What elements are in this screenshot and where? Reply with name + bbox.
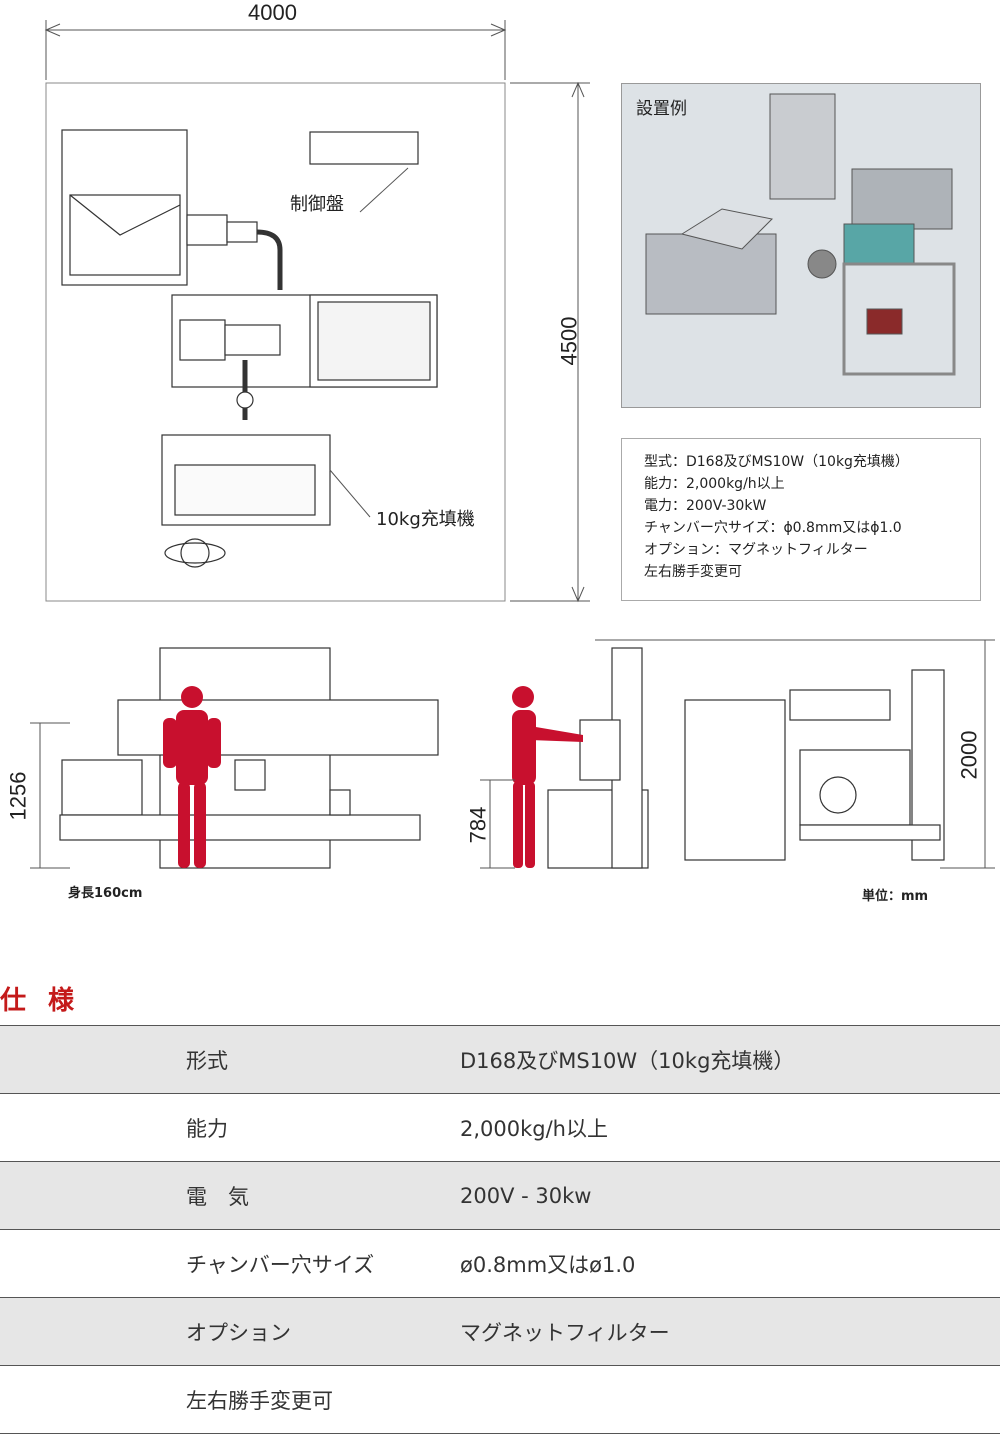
drawing-lines	[30, 20, 995, 869]
install-example-image: 設置例	[621, 83, 981, 408]
spec-value: マグネットフィルター	[460, 1320, 670, 1345]
unit-note: 単位：mm	[862, 889, 929, 904]
work-height-dimension: 784	[465, 806, 491, 844]
spec-value: 200V - 30kw	[460, 1183, 592, 1208]
spec-label: 左右勝手変更可	[186, 1388, 333, 1413]
spec-label: 形式	[186, 1048, 228, 1073]
width-dimension: 4000	[248, 0, 297, 25]
spec-value: D168及びMS10W（10kg充填機）	[460, 1048, 795, 1073]
spec-summary-line: 能力：2,000kg/h以上	[644, 476, 785, 492]
spec-label: オプション	[186, 1320, 291, 1345]
table-row: 電 気 200V - 30kw	[0, 1161, 1000, 1230]
table-row: 左右勝手変更可	[0, 1365, 1000, 1434]
spec-label: チャンバー穴サイズ	[186, 1252, 375, 1277]
control-panel-label: 制御盤	[286, 190, 348, 216]
install-render	[645, 93, 956, 376]
spec-summary-box: 型式：D168及びMS10W（10kg充填機） 能力：2,000kg/h以上 電…	[621, 438, 981, 601]
total-height-dimension: 2000	[956, 730, 982, 780]
table-row: オプション マグネットフィルター	[0, 1297, 1000, 1366]
depth-dimension: 4500	[556, 316, 582, 366]
install-example-title: 設置例	[636, 99, 687, 119]
table-row: 能力 2,000kg/h以上	[0, 1093, 1000, 1162]
spec-label: 電 気	[186, 1184, 249, 1209]
person-height-note: 身長160cm	[68, 886, 143, 901]
filler-label: 10kg充填機	[372, 505, 479, 531]
spec-summary-line: オプション：マグネットフィルター	[644, 542, 868, 558]
table-row: チャンバー穴サイズ ø0.8mm又はø1.0	[0, 1229, 1000, 1298]
specs-table: 形式 D168及びMS10W（10kg充填機） 能力 2,000kg/h以上 電…	[0, 1025, 1000, 1434]
spec-summary-line: 型式：D168及びMS10W（10kg充填機）	[644, 454, 909, 470]
spec-summary-line: 電力：200V-30kW	[644, 498, 767, 514]
spec-summary-line: チャンバー穴サイズ：ϕ0.8mm又はϕ1.0	[644, 520, 902, 536]
specs-section-title: 仕様	[0, 986, 97, 1016]
spec-value: ø0.8mm又はø1.0	[460, 1252, 636, 1277]
spec-value	[458, 1366, 1000, 1434]
table-row: 形式 D168及びMS10W（10kg充填機）	[0, 1025, 1000, 1094]
spec-summary-line: 左右勝手変更可	[644, 564, 742, 580]
spec-value: 2,000kg/h以上	[460, 1116, 608, 1141]
front-height-dimension: 1256	[5, 771, 31, 821]
spec-label: 能力	[186, 1116, 228, 1141]
layout-drawing: 4000 4500 1256 784 2000 制御盤 10kg充填機 身長16…	[5, 0, 995, 904]
